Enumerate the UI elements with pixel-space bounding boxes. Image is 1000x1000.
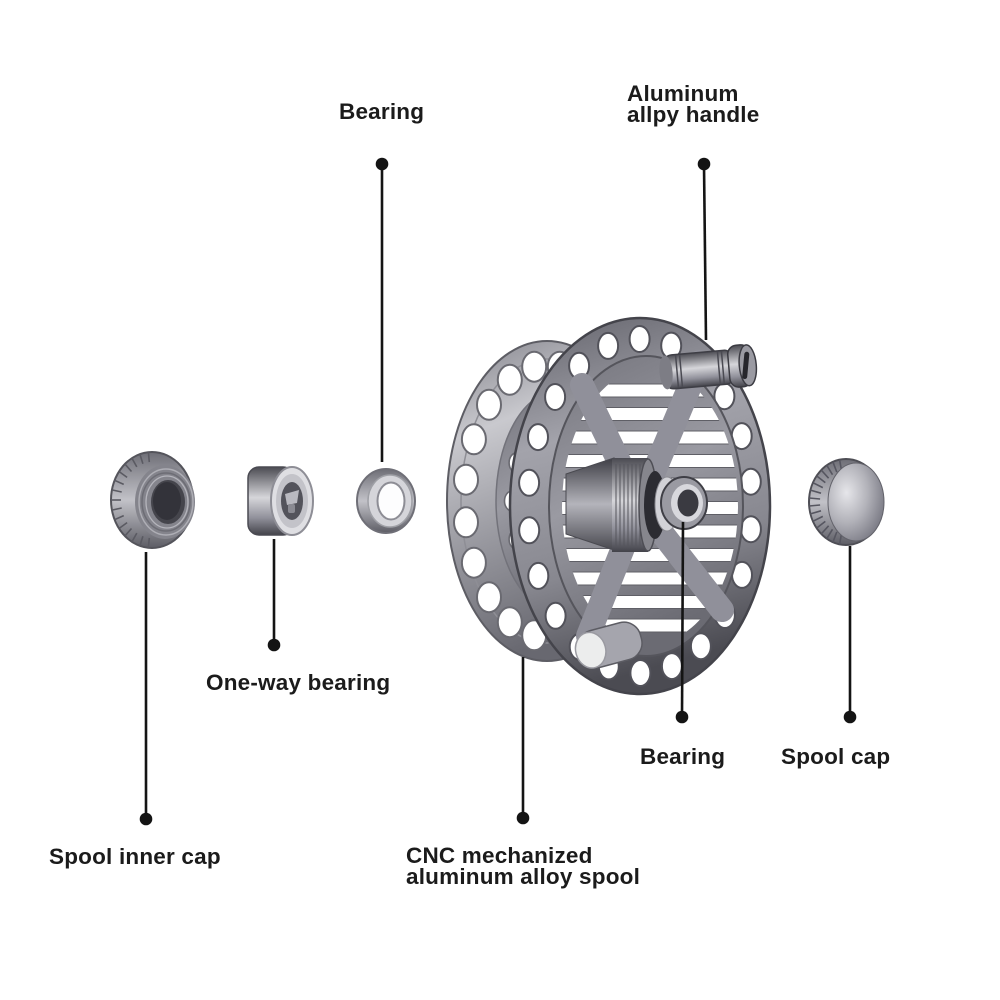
bearing-part — [356, 468, 416, 534]
handle-screw-slot — [742, 351, 750, 380]
leader-dot — [516, 811, 530, 825]
counterweight-part — [574, 621, 643, 669]
label-aluminum-handle: Aluminum allpy handle — [627, 81, 760, 127]
label-cnc-spool-line2: aluminum alloy spool — [406, 864, 641, 889]
leader-dot — [375, 157, 389, 171]
label-aluminum-handle-line1: Aluminum — [627, 81, 739, 106]
label-spool-cap: Spool cap — [781, 744, 891, 769]
spool-cap-part — [808, 458, 885, 546]
label-bearing-hub: Bearing — [640, 744, 726, 769]
label-spool-inner-cap: Spool inner cap — [49, 844, 221, 869]
spool-inner-cap-knurl-texture — [111, 452, 151, 548]
reel-spool-assembly — [446, 316, 772, 696]
hub-bearing-part — [660, 476, 708, 530]
spool-inner-cap-part — [110, 451, 195, 549]
hub-assembly — [565, 457, 708, 552]
label-cnc-spool-line1: CNC mechanized — [406, 843, 593, 868]
label-aluminum-handle-line2: allpy handle — [627, 102, 760, 127]
leader-dot — [139, 812, 153, 826]
leader-lines — [144, 164, 852, 818]
leader-dot — [675, 710, 689, 724]
leader-line — [702, 164, 708, 341]
leader-line — [680, 521, 685, 717]
leader-dot — [267, 638, 281, 652]
leader-dots — [139, 157, 857, 826]
leader-dot — [697, 157, 711, 171]
aluminum-handle-part — [659, 344, 758, 390]
one-way-bearing-part — [247, 466, 314, 536]
label-cnc-spool: CNC mechanized aluminum alloy spool — [406, 843, 641, 889]
spool-cap-knurl-texture — [809, 459, 843, 545]
leader-dot — [843, 710, 857, 724]
handle-grooves — [674, 351, 725, 388]
label-one-way-bearing: One-way bearing — [206, 670, 391, 695]
label-bearing-top: Bearing — [339, 99, 425, 124]
